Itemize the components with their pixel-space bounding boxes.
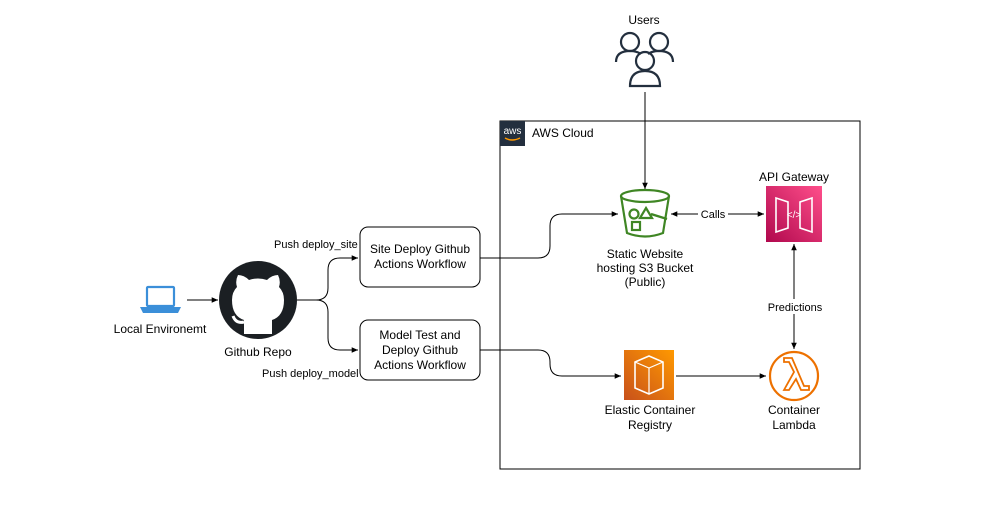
local-label: Local Environemt [114,322,207,336]
edges [187,92,797,379]
model-workflow-line3: Actions Workflow [374,358,466,372]
edge-model-workflow-ecr [480,349,621,379]
label-predictions: Predictions [768,302,823,314]
s3-line2: hosting S3 Bucket [597,261,694,275]
apigw-label: API Gateway [759,170,829,184]
github-label: Github Repo [224,345,292,359]
users-icon [614,31,675,88]
ecr-line2: Registry [628,418,672,432]
model-workflow-line2: Deploy Github [382,343,458,357]
s3-bucket-icon [619,188,671,238]
users-label: Users [628,13,659,27]
aws-cloud-group: aws AWS Cloud [499,120,861,470]
s3-line1: Static Website [607,247,684,261]
lambda-icon [768,350,820,402]
lambda-line1: Container [768,403,820,417]
site-workflow-line1: Site Deploy Github [370,242,470,256]
lambda-line2: Lambda [772,418,816,432]
ecr-line1: Elastic Container [605,403,696,417]
label-push-site: Push deploy_site [274,239,358,251]
model-deploy-workflow: Model Test and Deploy Github Actions Wor… [359,319,481,381]
model-workflow-line1: Model Test and [379,328,460,342]
site-workflow-line2: Actions Workflow [374,257,466,271]
edge-github-site-workflow [297,255,358,301]
edge-site-workflow-s3 [480,211,618,259]
api-gateway-icon: </> [766,186,822,242]
ecr-icon [624,350,674,400]
aws-logo-icon [500,121,525,146]
s3-line3: (Public) [625,275,666,289]
aws-logo-text: aws [504,126,522,137]
github-icon [219,261,297,339]
laptop-icon [140,285,181,313]
edge-github-model-workflow [297,299,358,353]
site-deploy-workflow: Site Deploy Github Actions Workflow [359,226,481,288]
svg-text:</>: </> [787,210,802,221]
label-push-model: Push deploy_model [262,368,359,380]
aws-cloud-label: AWS Cloud [532,126,594,140]
label-calls: Calls [701,209,726,221]
